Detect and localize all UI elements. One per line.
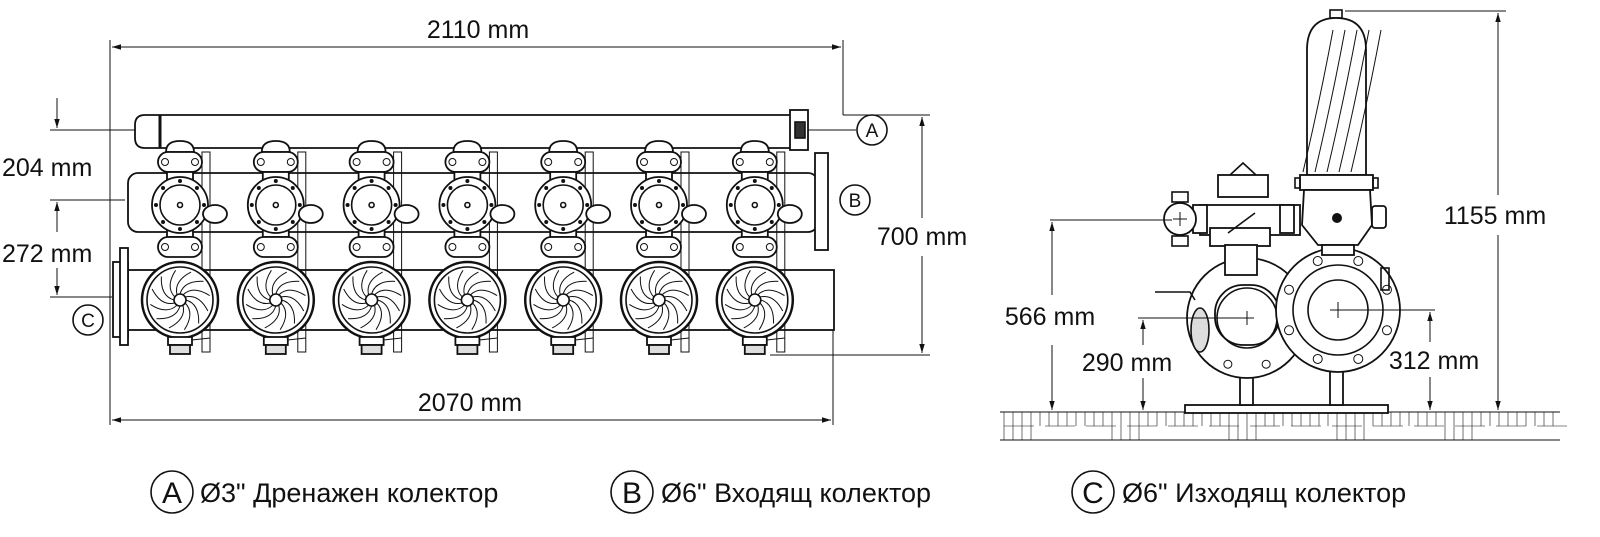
bolt-hole [1223,359,1233,369]
valve-collar-top [540,151,587,173]
disc-filter-body [332,260,411,340]
dimension-overall-top: 2110 mm [109,16,844,425]
filter-rib [1350,29,1382,173]
valve-collar-top [731,151,778,173]
disc-filter-body [428,260,507,340]
dim-label-1155: 1155 mm [1444,202,1546,230]
drain-cap [648,344,670,355]
valve-collar-bottom [540,236,587,258]
dim-label-204: 204 mm [2,154,92,182]
marker-c-circle [72,304,104,336]
filter-valve-unit [236,140,324,355]
pressure-gauge [297,204,324,224]
front-view: 2110 mm A B C [2,16,967,425]
disc-filter-body [715,260,795,340]
bolt-hole [1284,325,1295,336]
marker-a-label: A [866,121,879,142]
filter-rib [1326,29,1358,173]
valve-collar-bottom [731,236,778,258]
valve-collar-bottom [348,236,395,258]
filter-valve-unit [715,140,803,355]
legend-text-c: Ø6" Изходящ колектор [1122,478,1406,508]
dimension-total-height: 1155 mm [1345,10,1546,410]
bolt-hole [1312,353,1323,364]
dimension-outlet-height: 290 mm [1082,317,1245,410]
pressure-gauge [202,204,228,224]
valve-collar-top [636,151,682,173]
dim-label-272: 272 mm [2,240,92,268]
disc-filter-body [140,260,220,340]
filter-valve-unit [523,140,612,355]
legend-marker-a: A [162,477,182,510]
dimension-drain-height: 566 mm [1005,219,1172,410]
valve-collar-top [348,151,395,173]
legend-marker-c: C [1082,477,1104,510]
legend-item-c: C Ø6" Изходящ колектор [1071,470,1406,514]
marker-b-label: B [849,191,862,212]
pressure-gauge [393,204,420,224]
base-plate [1184,404,1389,414]
dim-label-700: 700 mm [877,223,967,251]
bolt-hole [1312,256,1323,267]
legend: A Ø3" Дренажен колектор B Ø6" Входящ кол… [150,470,1406,514]
filter-rib [1302,29,1334,173]
valve-collar-bottom [157,236,203,258]
dim-label-566: 566 mm [1005,303,1095,331]
bolt-hole [1353,256,1364,267]
dim-label-2070: 2070 mm [418,389,522,417]
dim-label-290: 290 mm [1082,349,1172,377]
pressure-gauge [585,204,612,224]
pressure-gauge [776,204,803,224]
valve-collar-bottom [252,236,299,258]
ground-hatch [1000,411,1567,441]
disc-filter-body [619,260,699,340]
dim-label-312: 312 mm [1389,347,1479,375]
drain-cap [743,344,766,355]
marker-c-label: C [81,311,95,332]
legend-marker-b: B [622,477,642,510]
drain-manifold-a: A [134,109,888,151]
dimension-overall-bottom: 2070 mm [112,330,834,425]
dimension-height: 700 mm [770,114,967,356]
bolt-hole [1261,359,1271,369]
valve-collar-bottom [636,236,682,258]
disc-filter-body [523,260,603,340]
filter-valve-units [140,140,803,355]
bolt-hole [1353,353,1364,364]
filter-valve-unit [140,140,228,355]
marker-b-circle [839,184,871,216]
valve-collar-top [252,151,299,173]
drain-piping-side [1163,161,1301,276]
legend-text-b: Ø6" Входящ колектор [661,478,931,508]
valve-collar-bottom [444,236,491,258]
legend-item-b: B Ø6" Входящ колектор [610,470,931,514]
drain-cap [264,344,287,355]
dimension-inlet-height: 312 mm [1340,309,1479,410]
drain-cap [552,344,575,355]
bolt-hole [1284,284,1295,295]
filter-valve-unit [332,140,420,355]
disc-filter-body [236,260,316,340]
legend-item-a: A Ø3" Дренажен колектор [150,470,498,514]
filter-valve-unit [428,140,516,355]
drain-cap [360,344,383,355]
disc-filter-side [1294,9,1387,256]
drain-cap [169,344,191,355]
bolt-hole [1381,325,1392,336]
drain-cap [456,344,479,355]
pressure-gauge [681,204,707,224]
dimension-left: 204 mm 272 mm [2,98,135,298]
filter-rib [1338,29,1370,173]
side-view: 1155 mm 566 mm 290 mm 312 mm [1000,9,1567,441]
valve-collar-top [157,151,203,173]
dim-label-2110: 2110 mm [427,16,529,44]
legend-text-a: Ø3" Дренажен колектор [200,478,498,508]
valve-collar-top [444,151,491,173]
filter-rib [1314,29,1346,173]
pressure-gauge [489,204,516,224]
filter-valve-unit [619,140,707,355]
